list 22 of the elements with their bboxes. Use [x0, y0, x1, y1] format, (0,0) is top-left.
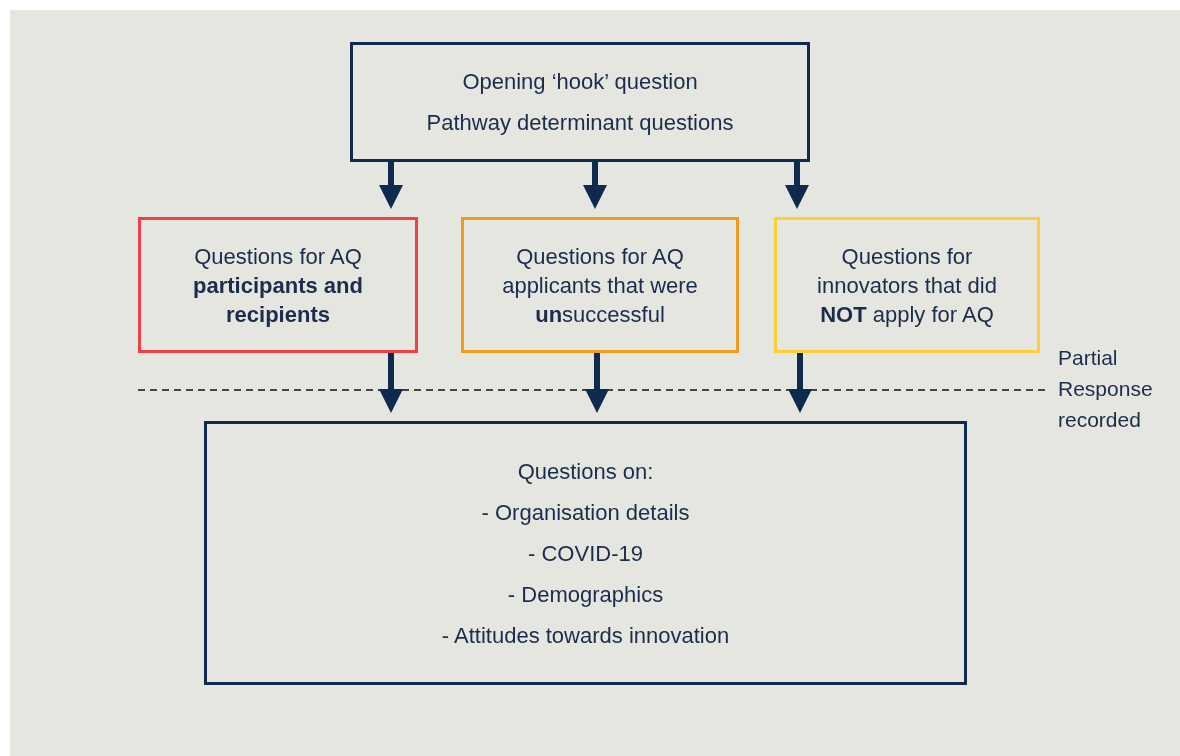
arrow [583, 162, 607, 209]
arrow [379, 162, 403, 209]
process-box [350, 42, 810, 162]
arrow [585, 353, 609, 413]
box-text: Questions on: [517, 457, 654, 486]
box-text: - Attitudes towards innovation [441, 621, 730, 650]
box-text: Questions for AQ participants and recipients [192, 242, 364, 329]
process-box [204, 421, 967, 685]
process-box [138, 217, 418, 353]
box-text: Questions for innovators that did NOT apply for AQ [816, 242, 998, 329]
process-box [774, 217, 1040, 353]
box-text: - Organisation details [481, 498, 690, 527]
box-text: Opening ‘hook’ question [462, 68, 698, 96]
process-box [461, 217, 739, 353]
note-text: Partial Response recorded [1058, 345, 1154, 433]
arrow [788, 353, 812, 413]
box-text: Pathway determinant questions [426, 109, 734, 137]
box-text: - Demographics [507, 580, 664, 609]
box-text: - COVID-19 [528, 539, 643, 568]
box-text: Questions for AQ applicants that were unsuccessful [501, 242, 699, 329]
arrow [379, 353, 403, 413]
arrow [785, 162, 809, 209]
